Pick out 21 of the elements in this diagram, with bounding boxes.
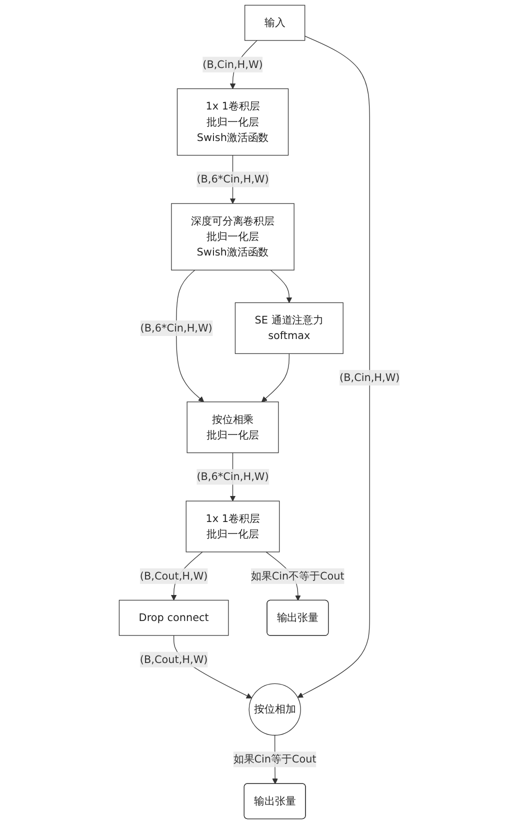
edge-label: (B,Cout,H,W) <box>140 570 208 582</box>
node-box: 按位相乘 批归一化层 <box>186 402 279 454</box>
edge-label: (B,Cin,H,W) <box>202 58 263 70</box>
arrow <box>297 36 370 698</box>
edge-label: (B,6*Cin,H,W) <box>196 470 269 483</box>
node-box: 深度可分离卷积层 批归一化层 Swish激活函数 <box>171 203 294 270</box>
arrow <box>176 270 204 402</box>
node-box: 1x 1卷积层 批归一化层 <box>186 500 280 552</box>
edge-label: (B,6*Cin,H,W) <box>140 322 212 334</box>
arrow <box>261 353 290 402</box>
edge-label: (B,6*Cin,H,W) <box>196 172 269 186</box>
arrow <box>270 270 292 303</box>
node-box: 输入 <box>244 4 306 41</box>
edge-label: (B,Cin,H,W) <box>340 371 400 384</box>
node-box: 1x 1卷积层 批归一化层 Swish激活函数 <box>176 88 289 156</box>
node-circle: 按位相加 <box>248 683 301 736</box>
edge-label: 如果Cin等于Cout <box>233 752 316 766</box>
node-box: SE 通道注意力 softmax <box>234 302 344 354</box>
edge-label: (B,Cout,H,W) <box>140 653 208 666</box>
node-box: Drop connect <box>118 600 229 636</box>
edge-label: 如果Cin不等于Cout <box>251 570 344 582</box>
